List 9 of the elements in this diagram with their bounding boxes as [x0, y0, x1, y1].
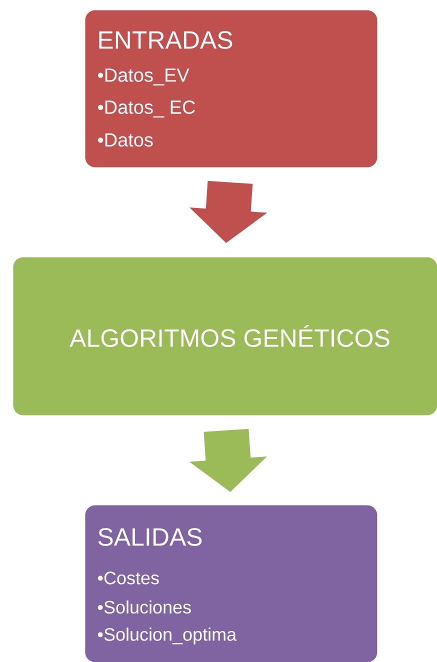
box-heading: SALIDAS [98, 528, 202, 546]
bullet-item: •Soluciones [98, 600, 191, 614]
box-title: ALGORITMOS GENÉTICOS [70, 325, 390, 347]
bullet-item: •Solucion_optima [98, 628, 237, 644]
bullet-item: •Datos [98, 133, 153, 147]
bullet-item: •Datos_EV [98, 68, 190, 86]
box-heading: ENTRADAS [99, 31, 232, 49]
bullet-item: •Costes [98, 572, 159, 584]
bullet-item: •Datos_ EC [98, 100, 195, 118]
